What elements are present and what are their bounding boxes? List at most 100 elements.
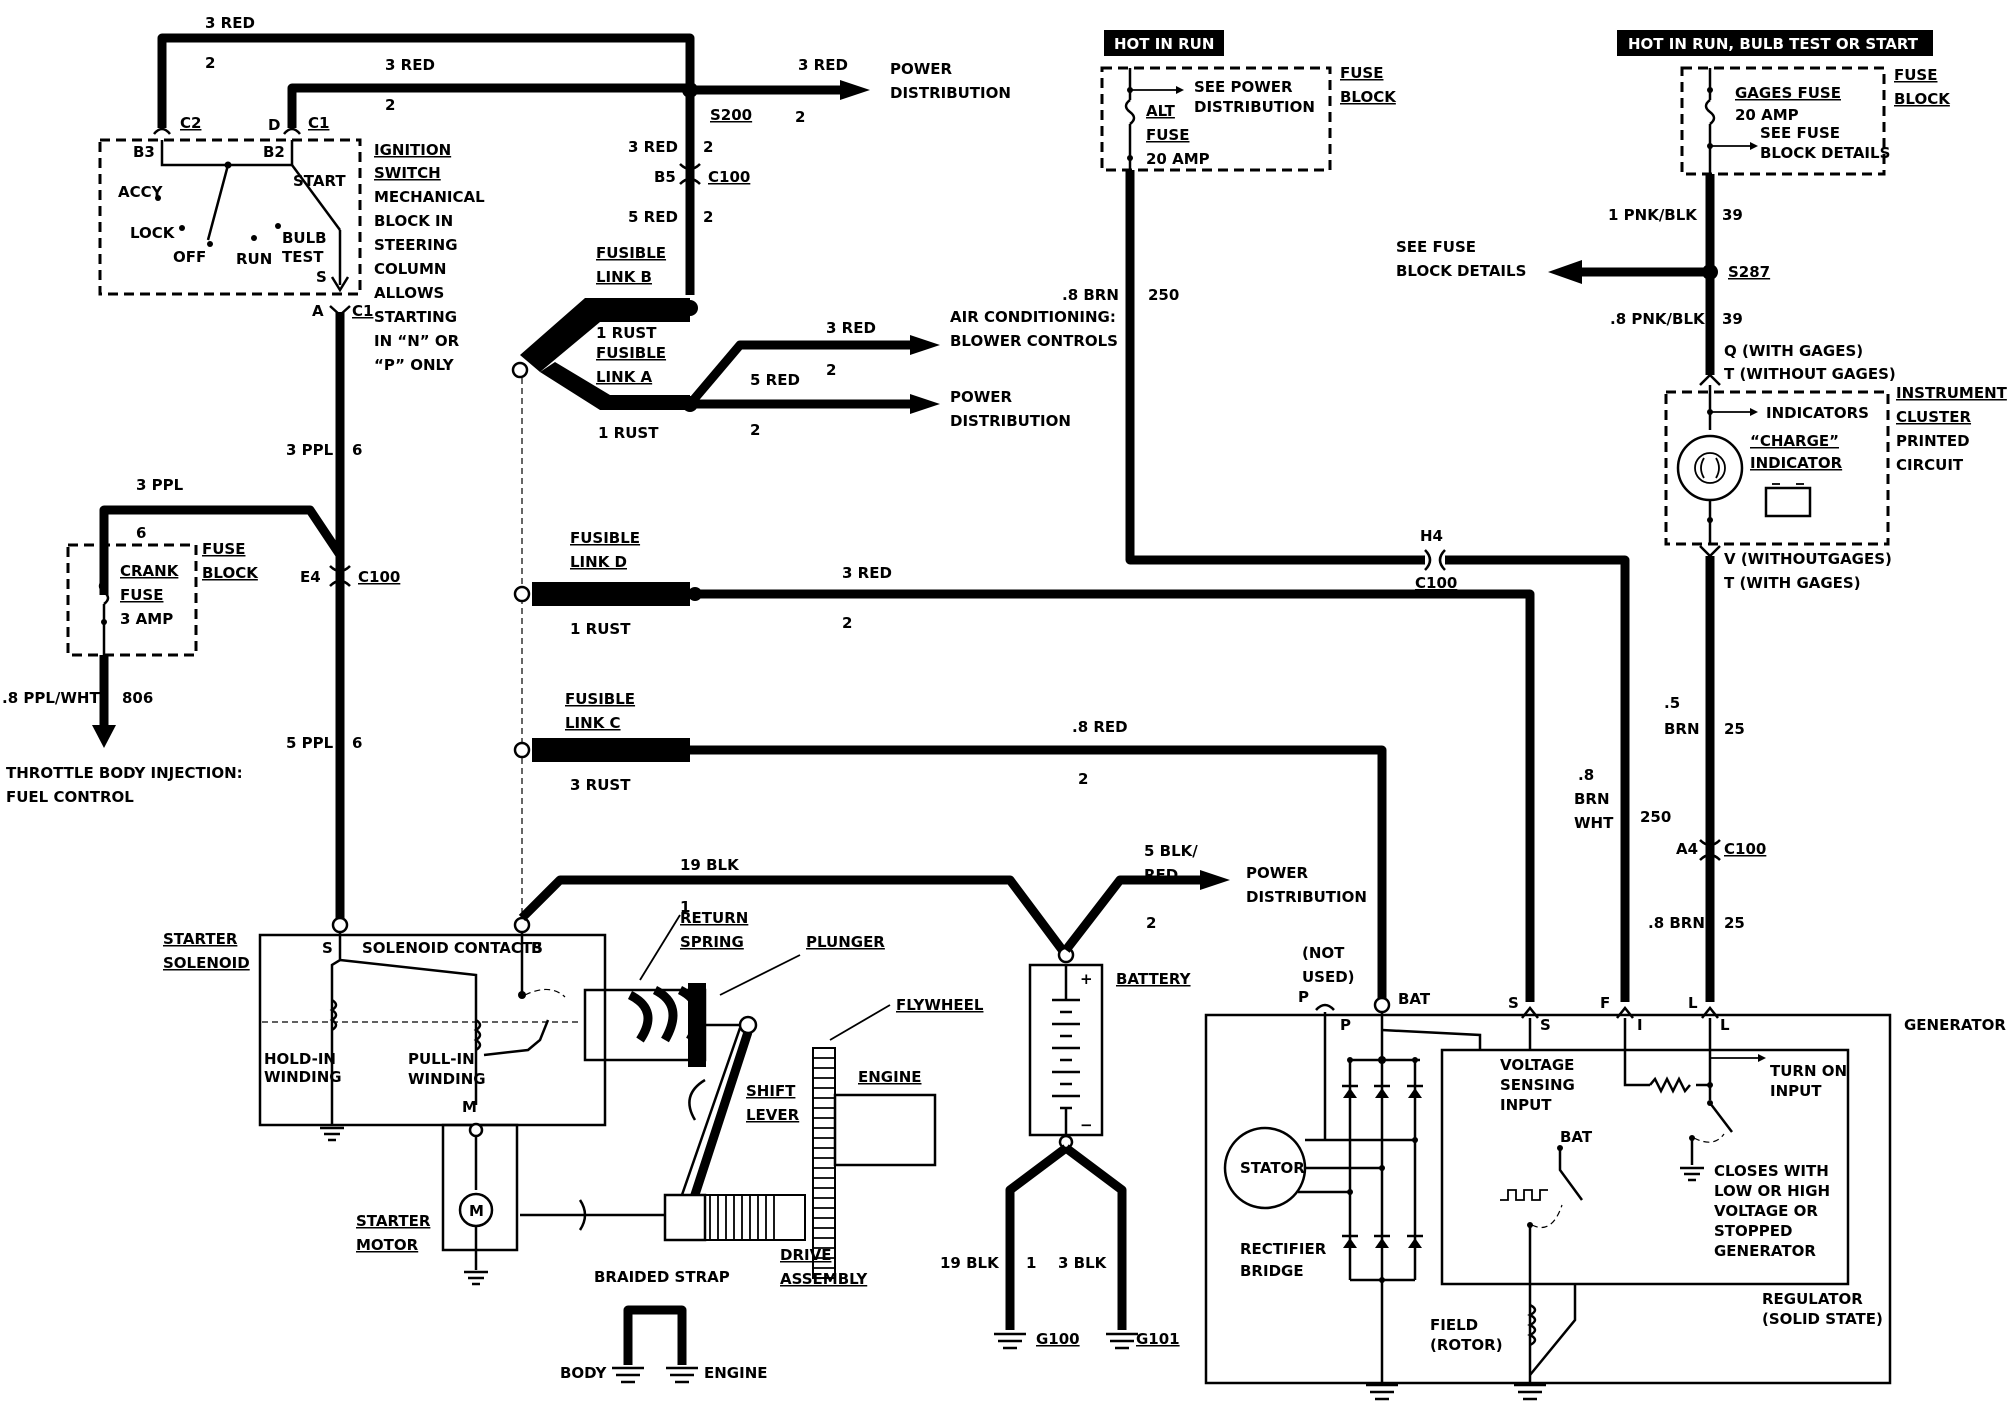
- pin-b5: B5: [654, 168, 676, 186]
- fusible-link-c: FUSIBLE LINK C 3 RUST .8 RED 2: [513, 690, 1387, 1002]
- gages-fuse-ref-1: SEE FUSE: [1760, 124, 1840, 142]
- turn-on-2: INPUT: [1770, 1082, 1822, 1100]
- fusible-d-1: FUSIBLE: [570, 529, 640, 547]
- ignition-note-2: BLOCK IN: [374, 212, 453, 230]
- indicators: INDICATORS: [1766, 404, 1869, 422]
- motor-label-1: STARTER: [356, 1212, 431, 1230]
- fusible-b-2: LINK B: [596, 268, 652, 286]
- pos-accy: ACCY: [118, 183, 164, 201]
- shift-lever-1: SHIFT: [746, 1082, 796, 1100]
- pd-top-label-2: DISTRIBUTION: [890, 84, 1011, 102]
- gages-banner: [1617, 30, 1933, 56]
- charge-lamp: [1676, 434, 1744, 502]
- not-used-2: USED): [1302, 968, 1355, 986]
- alt-fuse-block-2: BLOCK: [1340, 88, 1397, 106]
- battery-pd-label-2: DISTRIBUTION: [1246, 888, 1367, 906]
- hot-in-run-banner: [1104, 30, 1224, 56]
- drive-1: DRIVE: [780, 1246, 831, 1264]
- battery-pd-circuit: 2: [1146, 914, 1156, 932]
- fusible-link-b: [520, 298, 690, 372]
- wire-3blk-g101: [1063, 1144, 1127, 1330]
- return-spring-2: SPRING: [680, 933, 744, 951]
- ignition-note-7: IN “N” OR: [374, 332, 460, 350]
- gen-inner-s: S: [1540, 1016, 1551, 1034]
- crank-fuse-box: [66, 543, 198, 657]
- drive-2: ASSEMBLY: [780, 1270, 868, 1288]
- field-coil: [1527, 1303, 1537, 1347]
- charge-2: INDICATOR: [1750, 454, 1843, 472]
- h4-wire-1: .8: [1578, 766, 1594, 784]
- plunger-assembly: RETURN SPRING PLUNGER FLYWHEEL: [583, 909, 984, 1067]
- pin-b2: B2: [263, 143, 285, 161]
- alt-fuse-amp: 20 AMP: [1146, 150, 1210, 168]
- fusible-d-2: LINK D: [570, 553, 627, 571]
- cluster-2: CLUSTER: [1896, 408, 1971, 426]
- crank-out-wire: .8 PPL/WHT: [2, 689, 100, 707]
- gages-circuit-2: 39: [1722, 310, 1743, 328]
- fusible-b-wire: 5 RED: [628, 208, 678, 226]
- braided-label: BRAIDED STRAP: [594, 1268, 730, 1286]
- pd-top-wire: 3 RED: [798, 56, 848, 74]
- pin-d: D: [268, 116, 280, 134]
- s200-down-wire: 3 RED: [628, 138, 678, 156]
- gages-circuit: HOT IN RUN, BULB TEST OR START GAGES FUS…: [1396, 30, 2008, 1002]
- generator-box: [1204, 1013, 1892, 1385]
- braided-strap: BRAIDED STRAP BODY ENGINE: [560, 1268, 768, 1384]
- crank-fuse-1: CRANK: [120, 562, 180, 580]
- regulator-2: (SOLID STATE): [1762, 1310, 1883, 1328]
- ignition-note-4: COLUMN: [374, 260, 446, 278]
- gages-circuit-1: 39: [1722, 206, 1743, 224]
- ac-circuit: 2: [826, 361, 836, 379]
- plunger-label: PLUNGER: [806, 933, 885, 951]
- gages-circuit-4: 25: [1724, 914, 1745, 932]
- conn-c1: C1: [308, 114, 329, 132]
- wire-19blk-label: 19 BLK: [680, 856, 740, 874]
- pd-mid-label-1: POWER: [950, 388, 1013, 406]
- fusible-link-a: [540, 362, 690, 410]
- hold-in-1: HOLD-IN: [264, 1050, 336, 1068]
- wire-19blk-g100: [1005, 1144, 1069, 1330]
- link-c-out-circuit: 2: [1078, 770, 1088, 788]
- crank-circuit: 3 PPL 6 3 PPL 6 E4 C100 5 PPL 6: [99, 312, 400, 925]
- flywheel-label: FLYWHEEL: [896, 996, 984, 1014]
- starter-solenoid: 19 BLK 1 STARTER SOLENOID S B SOLENOID C…: [163, 856, 1070, 1142]
- link-c-out-wire: .8 RED: [1072, 718, 1128, 736]
- conn-c100-e4: C100: [358, 568, 400, 586]
- wire-5ppl-circuit: 6: [352, 734, 362, 752]
- pos-test: TEST: [282, 248, 324, 266]
- solenoid-pin-m: M: [462, 1098, 477, 1116]
- gages-circuit-3: 25: [1724, 720, 1745, 738]
- ignition-label-1: IGNITION: [374, 141, 451, 159]
- generator: GENERATOR (NOT USED) P BAT S F L P S I L: [1204, 944, 2006, 1401]
- link-d-out-circuit: 2: [842, 614, 852, 632]
- return-spring-1: RETURN: [680, 909, 748, 927]
- closes-3: VOLTAGE OR: [1714, 1202, 1818, 1220]
- solenoid-pin-s: S: [322, 939, 333, 957]
- pd-top-circuit: 2: [795, 108, 805, 126]
- ignition-note-3: STEERING: [374, 236, 458, 254]
- splice-s200-label: S200: [710, 106, 752, 124]
- see-fuse-1: SEE FUSE: [1396, 238, 1476, 256]
- fusible-b-circuit: 2: [703, 208, 713, 226]
- pd-mid-wire: 5 RED: [750, 371, 800, 389]
- battery-pd-wire-2: RED: [1144, 866, 1178, 884]
- fusible-b-1: FUSIBLE: [596, 244, 666, 262]
- pd-top-label-1: POWER: [890, 60, 953, 78]
- gages-wire-4: .8 BRN: [1648, 914, 1705, 932]
- wire-19blk-battery: [518, 875, 1070, 958]
- gages-fuse-ref-2: BLOCK DETAILS: [1760, 144, 1890, 162]
- h4-circuit: 250: [1640, 808, 1671, 826]
- gages-wire-1: 1 PNK/BLK: [1608, 206, 1698, 224]
- wire-5ppl-label: 5 PPL: [286, 734, 334, 752]
- pull-in-2: WINDING: [408, 1070, 486, 1088]
- wire-c2-color: 3 RED: [205, 14, 255, 32]
- body-label: BODY: [560, 1364, 608, 1382]
- ignition-note-8: “P” ONLY: [374, 356, 455, 374]
- s200-down-circuit: 2: [703, 138, 713, 156]
- engine-block: [833, 1093, 937, 1167]
- battery-pd-label-1: POWER: [1246, 864, 1309, 882]
- solenoid-contacts: SOLENOID CONTACTS: [362, 939, 543, 957]
- cluster-3: PRINTED: [1896, 432, 1970, 450]
- field-2: (ROTOR): [1430, 1336, 1503, 1354]
